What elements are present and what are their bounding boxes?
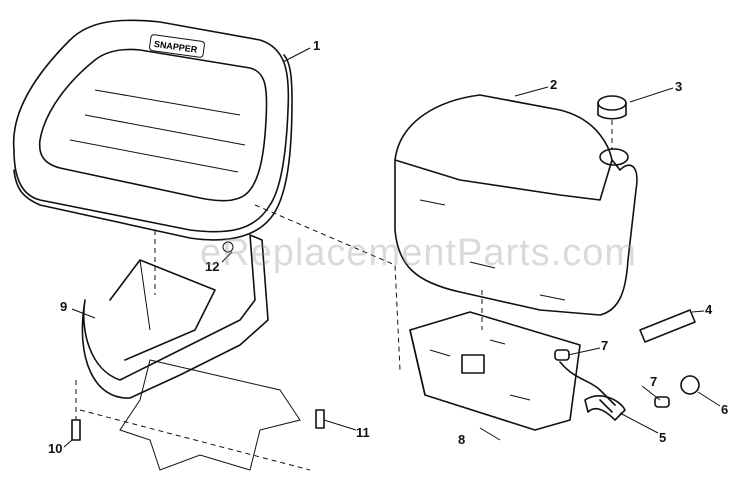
seat-bracket-part-9 [81, 234, 269, 399]
bolt-part-11 [315, 409, 325, 429]
callout-4: 4 [705, 302, 713, 317]
callout-6: 6 [721, 402, 728, 417]
fuel-fittings [554, 309, 700, 421]
mounting-plate [79, 359, 311, 471]
hose-part-5 [584, 395, 626, 421]
watermark: eReplacementParts.com [200, 232, 638, 274]
leader-lines [63, 47, 721, 448]
callout-7a: 7 [601, 338, 608, 353]
callout-5: 5 [659, 430, 666, 445]
tank-tray-part-8 [409, 311, 581, 431]
bolt-part-10 [71, 380, 81, 441]
filter-part-4 [639, 309, 696, 343]
callout-9: 9 [60, 299, 67, 314]
callout-12: 12 [205, 259, 219, 274]
callout-2: 2 [550, 77, 557, 92]
callout-8: 8 [458, 432, 465, 447]
callout-1: 1 [313, 38, 320, 53]
callout-3: 3 [675, 79, 682, 94]
callout-labels: 1 2 3 4 5 6 7 7 8 9 10 11 12 [48, 38, 728, 456]
callout-11: 11 [356, 425, 370, 440]
valve-part-6 [680, 375, 700, 395]
seat-logo: SNAPPER [153, 39, 198, 55]
clamp-part-7b [654, 396, 670, 408]
fuel-tank-part-2 [394, 94, 638, 316]
callout-7b: 7 [650, 374, 657, 389]
clamp-part-7a [554, 349, 570, 361]
seat-part-1: SNAPPER [12, 19, 293, 241]
fuel-cap-part-3 [597, 95, 627, 120]
callout-10: 10 [48, 441, 62, 456]
